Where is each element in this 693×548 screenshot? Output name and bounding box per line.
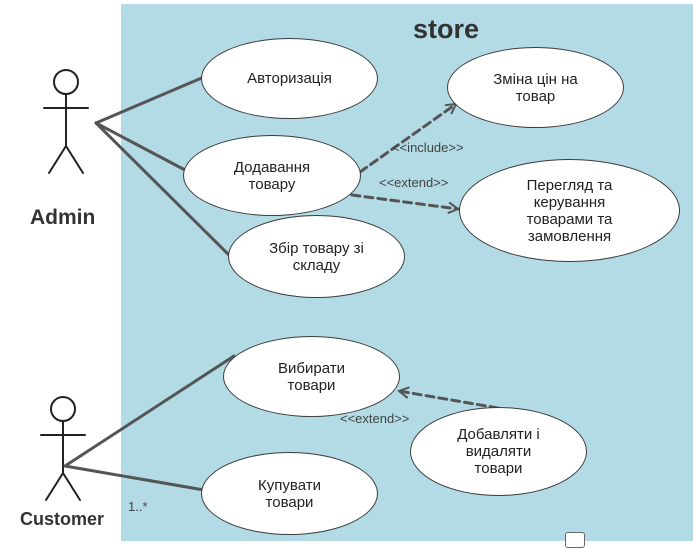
association-admin-add[interactable] <box>94 121 187 172</box>
include-arrow[interactable] <box>358 102 456 174</box>
usecase-collect-from-warehouse[interactable]: Збір товару зі складу <box>228 215 405 298</box>
association-admin-auth[interactable] <box>94 75 206 125</box>
association-customer-choose[interactable] <box>63 354 236 468</box>
actor-label-customer: Customer <box>20 509 105 529</box>
usecase-choose-products[interactable]: Вибирати товари <box>223 336 400 417</box>
usecase-add-remove-products[interactable]: Добавляти і видаляти товари <box>410 407 587 496</box>
multiplicity-label: 1..* <box>128 499 148 514</box>
usecase-add-product[interactable]: Додавання товару <box>183 135 361 216</box>
corner-handle[interactable] <box>565 532 585 548</box>
actor-label-admin: Admin <box>30 206 96 229</box>
system-title: store <box>412 14 480 44</box>
association-customer-buy[interactable] <box>63 464 206 492</box>
association-admin-collect[interactable] <box>94 121 234 260</box>
include-label: <<include>> <box>392 140 464 155</box>
extend-label-customer: <<extend>> <box>340 411 410 426</box>
extend-arrow-admin[interactable] <box>350 193 458 209</box>
usecase-view-manage-orders[interactable]: Перегляд та керування товарами та замовл… <box>459 159 680 262</box>
usecase-buy-products[interactable]: Купувати товари <box>201 452 378 535</box>
usecase-change-price[interactable]: Зміна цін на товар <box>447 47 624 128</box>
admin-actor-figure[interactable] <box>43 69 89 174</box>
extend-label-admin: <<extend>> <box>379 175 449 190</box>
extend-arrow-customer[interactable] <box>399 391 500 410</box>
customer-actor-figure[interactable] <box>40 396 86 501</box>
usecase-authorization[interactable]: Авторизація <box>201 38 378 119</box>
